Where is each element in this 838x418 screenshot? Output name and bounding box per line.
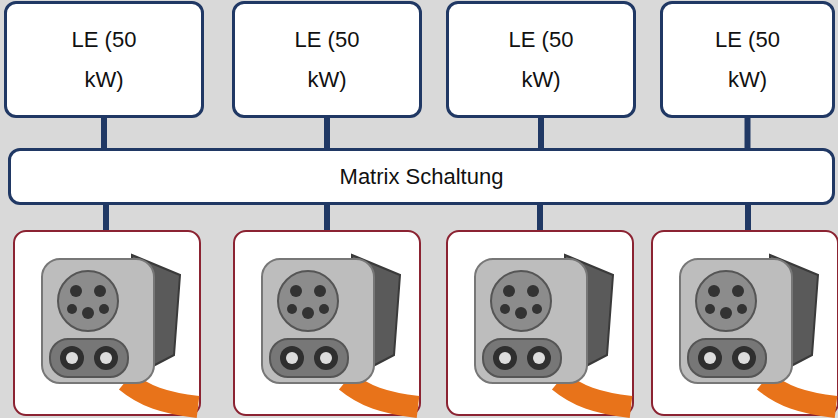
- charging-plug: [234, 231, 420, 415]
- charging-plug: [447, 231, 633, 415]
- wire: [745, 204, 751, 232]
- box-label: LE (50 kW): [495, 20, 587, 100]
- power-unit-box: LE (50 kW): [232, 1, 422, 118]
- power-unit-box: LE (50 kW): [446, 1, 636, 118]
- connector-line: [101, 117, 107, 149]
- box-label: LE (50 kW): [281, 20, 373, 100]
- wire: [103, 204, 109, 232]
- wire: [324, 204, 330, 232]
- wire: [537, 204, 543, 232]
- charging-plug: [14, 231, 200, 415]
- matrix-switch-band: Matrix Schaltung: [8, 148, 835, 205]
- connector-line: [538, 117, 544, 149]
- charging-plug: [652, 231, 838, 415]
- power-unit-box: LE (50 kW): [4, 1, 204, 118]
- power-unit-box: LE (50 kW): [660, 1, 835, 118]
- box-label: LE (50 kW): [58, 20, 150, 100]
- connector-line: [324, 117, 330, 149]
- connector-line: [745, 117, 751, 149]
- box-label: LE (50 kW): [702, 20, 794, 100]
- box-label: Matrix Schaltung: [340, 157, 504, 197]
